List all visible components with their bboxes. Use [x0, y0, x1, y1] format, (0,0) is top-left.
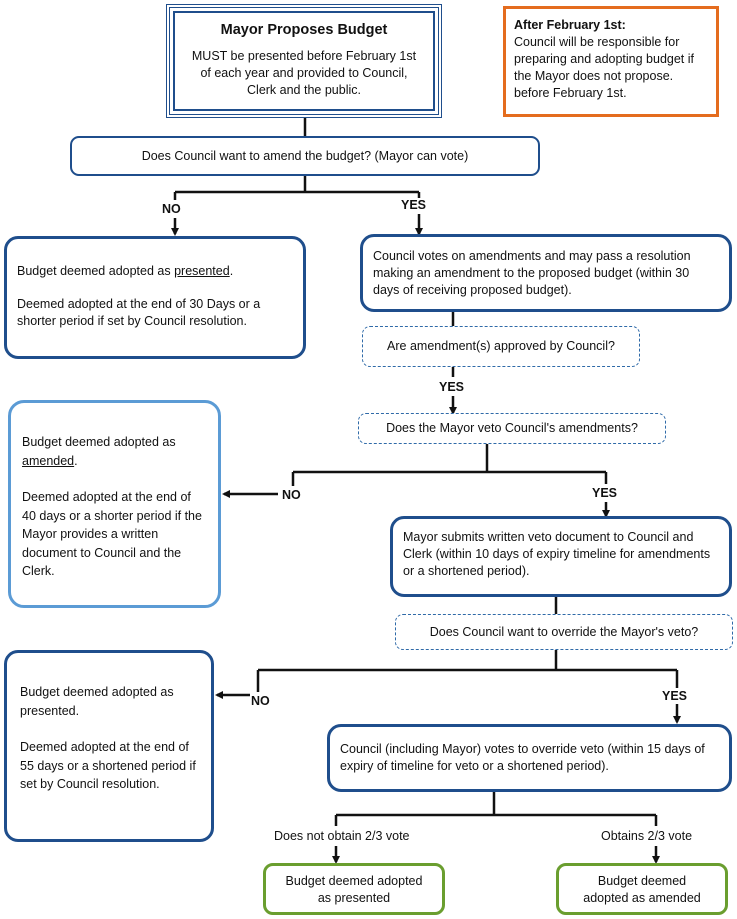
final-adopted-amended-box: Budget deemed adopted as amended [556, 863, 728, 915]
veto-document-box: Mayor submits written veto document to C… [390, 516, 732, 597]
box-text: Mayor submits written veto document to C… [403, 530, 711, 578]
line-1: Budget deemed adopted as amended. [22, 433, 208, 470]
branch-label-no-two-thirds: Does not obtain 2/3 vote [274, 829, 410, 843]
underlined-word: presented [174, 264, 230, 278]
yes-label: YES [662, 689, 688, 703]
yes-label: YES [439, 380, 465, 394]
branch-label-two-thirds: Obtains 2/3 vote [601, 829, 693, 843]
box-text: Budget deemed adopted as amended [583, 874, 701, 905]
box-text: Council (including Mayor) votes to overr… [340, 742, 705, 773]
question-amendments-approved: Are amendment(s) approved by Council? [362, 326, 640, 367]
yes-label: YES [592, 486, 618, 500]
no-label: NO [162, 202, 181, 216]
question-text: Are amendment(s) approved by Council? [387, 339, 615, 353]
text-pre: Budget deemed adopted as [22, 435, 176, 449]
text-post: . [74, 453, 78, 468]
council-votes-box: Council votes on amendments and may pass… [360, 234, 732, 312]
box-title: Mayor Proposes Budget [220, 22, 388, 38]
question-amend-budget: Does Council want to amend the budget? (… [70, 136, 540, 176]
text-pre: Budget deemed adopted as [17, 264, 175, 278]
question-text: Does Council want to amend the budget? (… [141, 149, 469, 163]
note-text: Council will be responsible for preparin… [514, 35, 695, 100]
mayor-proposes-budget-box: Mayor Proposes Budget MUST be presented … [166, 4, 442, 118]
question-mayor-veto: Does the Mayor veto Council's amendments… [358, 413, 666, 444]
line-1: Budget deemed adopted as presented. [17, 263, 293, 280]
note-title: After February 1st: [514, 18, 626, 32]
adopted-presented-30-box: Budget deemed adopted as presented. Deem… [4, 236, 306, 359]
adopted-presented-55-box: Budget deemed adopted as presented. Deem… [4, 650, 214, 842]
adopted-amended-40-box: Budget deemed adopted as amended. Deemed… [8, 400, 221, 608]
override-vote-box: Council (including Mayor) votes to overr… [327, 724, 732, 792]
box-text: MUST be presented before February 1st of… [191, 49, 417, 97]
after-february-note: After February 1st: Council will be resp… [503, 6, 719, 117]
question-text: Does the Mayor veto Council's amendments… [386, 421, 638, 435]
box-text: Budget deemed adopted as presented [285, 874, 423, 905]
line-1: Budget deemed adopted as presented. [20, 685, 174, 718]
line-2: Deemed adopted at the end of 30 Days or … [17, 297, 261, 328]
no-label: NO [282, 488, 301, 502]
final-adopted-presented-box: Budget deemed adopted as presented [263, 863, 445, 915]
question-override-veto: Does Council want to override the Mayor'… [395, 614, 733, 650]
yes-label: YES [401, 198, 427, 212]
box-text: Council votes on amendments and may pass… [373, 249, 691, 297]
line-2: Deemed adopted at the end of 55 days or … [20, 740, 196, 791]
no-label: NO [251, 694, 270, 708]
question-text: Does Council want to override the Mayor'… [429, 625, 699, 639]
line-2: Deemed adopted at the end of 40 days or … [22, 490, 202, 578]
underlined-word: amended [22, 453, 75, 468]
text-post: . [229, 264, 234, 278]
